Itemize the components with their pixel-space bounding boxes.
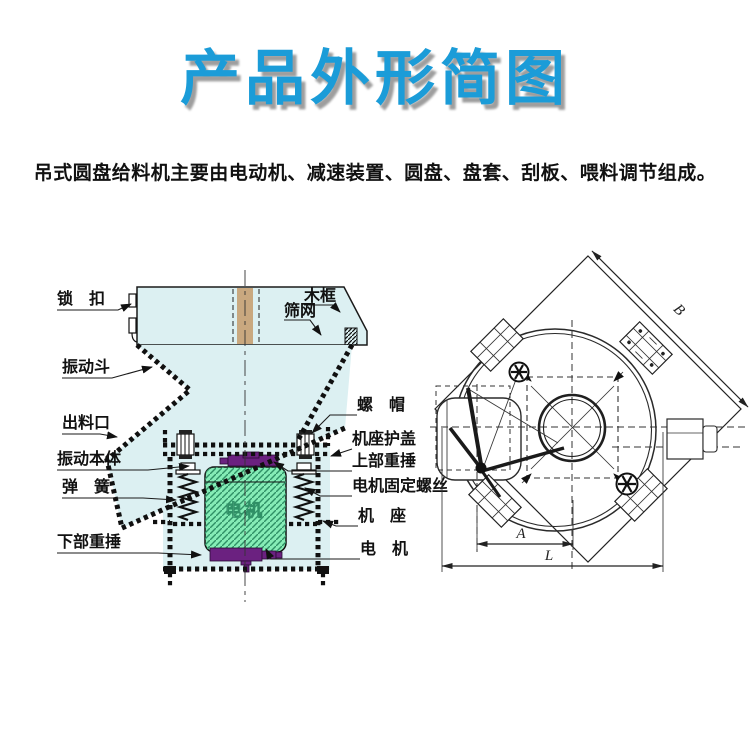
dim-b-text: B	[670, 301, 688, 319]
dim-a-text: A	[515, 526, 526, 542]
label-hopper-text: 振动斗	[62, 357, 110, 376]
label-motor-screw-text: 电机固定螺丝	[352, 476, 448, 495]
label-spring: 弹 簧	[62, 477, 177, 504]
label-wood-frame: 木框	[303, 286, 341, 313]
right-spring	[289, 462, 317, 527]
label-nut: 螺 帽	[311, 395, 405, 434]
dim-l-text: L	[544, 548, 553, 564]
handwheel-upper	[508, 361, 530, 383]
label-lower-hammer: 下部重捶	[57, 532, 202, 559]
mount-pad-bottom-right	[613, 467, 669, 523]
label-upper-hammer-text: 上部重捶	[352, 451, 416, 470]
dim-a: A	[476, 500, 574, 550]
page-title: 产品外形简图	[180, 45, 570, 112]
dim-b: B	[591, 250, 749, 408]
mesh-section	[344, 327, 358, 346]
label-outlet-text: 出料口	[62, 413, 110, 432]
label-outlet: 出料口	[62, 413, 118, 440]
top-view-diagram: B	[430, 250, 749, 572]
mount-pad-top-left	[469, 317, 525, 373]
mount-pad-top-right	[618, 320, 674, 376]
scraper-arms	[448, 373, 565, 498]
label-upper-hammer: 上部重捶	[273, 451, 416, 472]
intro-text: 吊式圆盘给料机主要由电动机、减速装置、圆盘、盘套、刮板、喂料调节组成。	[33, 163, 717, 184]
label-lock: 锁 扣	[57, 289, 132, 312]
label-base: 机 座	[322, 506, 406, 529]
label-body: 振动本体	[57, 449, 190, 471]
label-motor-text: 电 机	[360, 539, 408, 558]
label-mesh: 筛网	[284, 301, 322, 336]
label-hopper: 振动斗	[62, 357, 153, 379]
side-view-diagram: 电机	[57, 270, 448, 602]
drive-housing	[666, 418, 718, 460]
label-body-text: 振动本体	[57, 449, 122, 468]
label-motor-screw: 电机固定螺丝	[304, 476, 448, 497]
motor-block: 电机	[204, 466, 287, 553]
label-base-text: 机 座	[358, 506, 406, 525]
label-motor: 电 机	[265, 539, 408, 560]
shaft-circle-outer	[537, 393, 607, 463]
lock-hooks	[128, 293, 138, 343]
label-spring-text: 弹 簧	[62, 477, 110, 496]
label-base-cover: 机座护盖	[330, 429, 416, 457]
label-lock-text: 锁 扣	[57, 289, 105, 308]
label-wood-frame-text: 木框	[303, 286, 336, 305]
hopper-walls	[104, 343, 355, 531]
dim-l: L	[441, 428, 664, 572]
wood-frame-box	[136, 286, 368, 346]
discharge-chute	[435, 385, 522, 481]
label-lower-hammer-text: 下部重捶	[57, 532, 121, 551]
label-nut-text: 螺 帽	[357, 395, 405, 414]
label-base-cover-text: 机座护盖	[352, 429, 416, 448]
handwheel-lower	[615, 472, 639, 496]
motor-core-label: 电机	[225, 500, 265, 520]
left-clamp-bolt	[176, 430, 195, 459]
label-mesh-text: 筛网	[284, 301, 316, 320]
shaft-circle-inner	[542, 398, 602, 458]
